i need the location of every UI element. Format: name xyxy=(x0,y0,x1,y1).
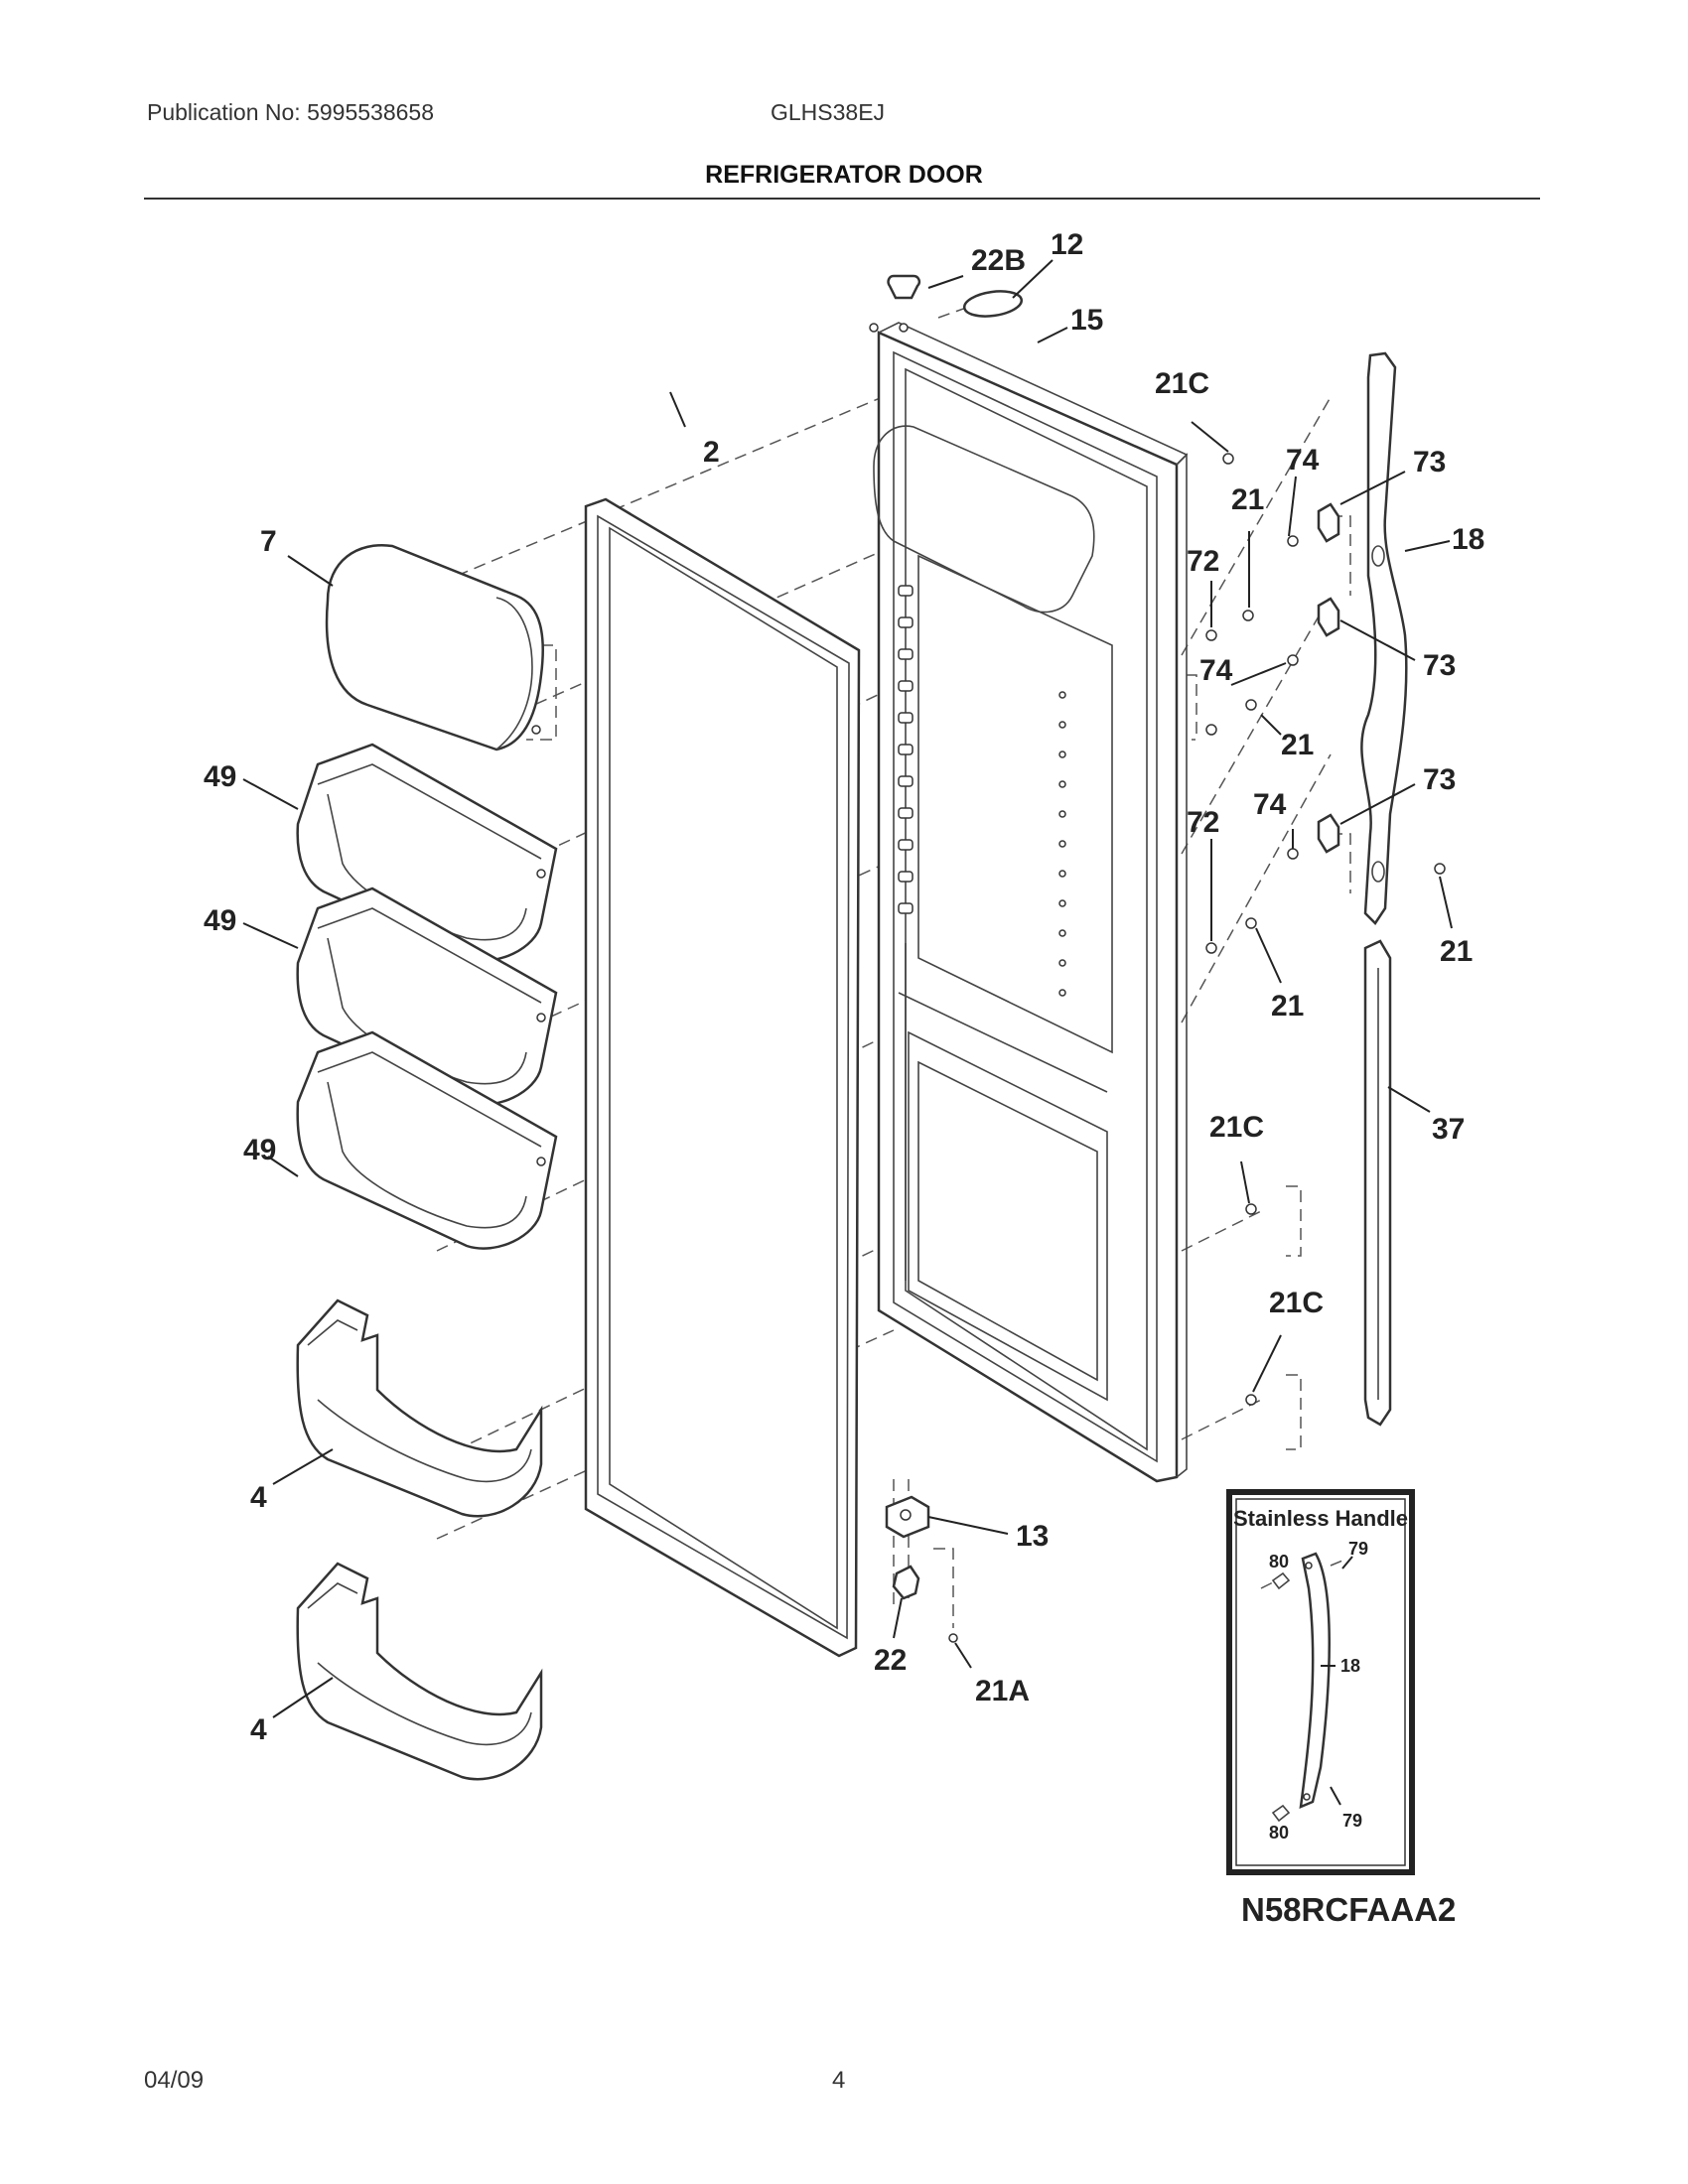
shelf-stop-dot xyxy=(1058,840,1066,848)
callout-74-a: 74 xyxy=(1286,444,1320,477)
shelf-stop-peg xyxy=(898,775,914,787)
diagram-code: N58RCFAAA2 xyxy=(1241,1891,1456,1928)
header-divider xyxy=(144,198,1540,200)
callout-7: 7 xyxy=(260,525,277,558)
callout-21-d: 21 xyxy=(1271,990,1304,1023)
callout-12: 12 xyxy=(1051,228,1083,261)
stainless-handle-inset: Stainless Handle 80 79 18 80 79 xyxy=(1226,1489,1415,1875)
model-number: GLHS38EJ xyxy=(771,99,886,125)
callout-4-a: 4 xyxy=(250,1481,267,1514)
door-liner-shelf-stops xyxy=(898,585,1066,997)
callout-37: 37 xyxy=(1432,1113,1465,1146)
callout-73-a: 73 xyxy=(1413,446,1446,478)
inset-callout-79-bottom: 79 xyxy=(1342,1811,1362,1831)
footer-date: 04/09 xyxy=(144,2067,205,2094)
shelf-stop-dot xyxy=(1058,929,1066,937)
callout-leaders xyxy=(242,259,1453,1718)
door-shelf-upper xyxy=(296,1298,543,1518)
shelf-stop-dot xyxy=(1058,721,1066,729)
shelf-stop-peg xyxy=(898,616,914,628)
callout-13: 13 xyxy=(1016,1520,1049,1553)
inset-callout-80-top: 80 xyxy=(1269,1552,1289,1571)
callout-73-b: 73 xyxy=(1423,649,1456,682)
shelf-stop-dot xyxy=(1058,780,1066,788)
callout-2: 2 xyxy=(703,436,720,469)
footer-page-number: 4 xyxy=(832,2067,846,2094)
inset-callout-79-top: 79 xyxy=(1348,1539,1368,1559)
shelf-stop-dot xyxy=(1058,810,1066,818)
shelf-stop-peg xyxy=(898,839,914,851)
callout-22b: 22B xyxy=(971,244,1026,277)
shelf-stop-dot xyxy=(1058,691,1066,699)
shelf-stop-peg xyxy=(898,712,914,724)
inset-callout-18: 18 xyxy=(1340,1656,1360,1676)
shelf-stop-dot xyxy=(1058,959,1066,967)
bottom-hinge-part xyxy=(885,1495,930,1539)
page-title: REFRIGERATOR DOOR xyxy=(705,161,983,189)
door-shelf-lower xyxy=(296,1562,543,1781)
handle-trim-part xyxy=(1363,939,1392,1427)
shelf-stop-dot xyxy=(1058,989,1066,997)
hinge-cap-part xyxy=(962,290,1024,318)
callout-72-b: 72 xyxy=(1187,806,1219,839)
shelf-stop-peg xyxy=(898,871,914,883)
shelf-stop-dot xyxy=(1058,870,1066,878)
callout-21-a: 21 xyxy=(1231,483,1264,516)
callout-49-a: 49 xyxy=(204,760,236,793)
handle-clips xyxy=(1317,502,1340,854)
inset-title: Stainless Handle xyxy=(1233,1506,1408,1531)
callout-72-a: 72 xyxy=(1187,545,1219,578)
shelf-stop-peg xyxy=(898,902,914,914)
callout-21a: 21A xyxy=(975,1675,1030,1707)
handle-part xyxy=(1360,351,1408,925)
callout-15: 15 xyxy=(1070,304,1103,337)
door-liner-part xyxy=(873,322,1189,1483)
callout-74-b: 74 xyxy=(1199,654,1233,687)
callout-21-c: 21 xyxy=(1440,935,1473,968)
door-bin-lower xyxy=(296,1030,558,1250)
callout-49-b: 49 xyxy=(204,904,236,937)
callout-73-c: 73 xyxy=(1423,763,1456,796)
shelf-stop-peg xyxy=(898,585,914,597)
inset-callout-80-bottom: 80 xyxy=(1269,1823,1289,1843)
door-gasket-part xyxy=(584,497,861,1658)
callout-18: 18 xyxy=(1452,523,1484,556)
callout-21-b: 21 xyxy=(1281,729,1314,761)
callout-74-c: 74 xyxy=(1253,788,1287,821)
callout-21c-mid: 21C xyxy=(1209,1111,1264,1144)
callout-22: 22 xyxy=(874,1644,907,1677)
dairy-door-part xyxy=(325,544,544,751)
shelf-stop-dot xyxy=(1058,751,1066,758)
callout-21c-top: 21C xyxy=(1155,367,1209,400)
callout-49-c: 49 xyxy=(243,1134,276,1166)
shelf-stop-peg xyxy=(898,680,914,692)
fasteners xyxy=(1205,453,1446,1406)
shelf-stop-peg xyxy=(898,807,914,819)
publication-number: Publication No: 5995538658 xyxy=(147,99,435,125)
callout-labels: 22B 12 15 21C 2 7 74 73 21 18 72 74 73 2… xyxy=(204,228,1484,1746)
shelf-stop-peg xyxy=(898,648,914,660)
callout-21c-low: 21C xyxy=(1269,1287,1324,1319)
shelf-stop-dot xyxy=(1058,899,1066,907)
hinge-plug-part xyxy=(887,274,921,300)
hinge-bushing-part xyxy=(892,1565,920,1600)
shelf-stop-peg xyxy=(898,744,914,755)
callout-4-b: 4 xyxy=(250,1713,267,1746)
